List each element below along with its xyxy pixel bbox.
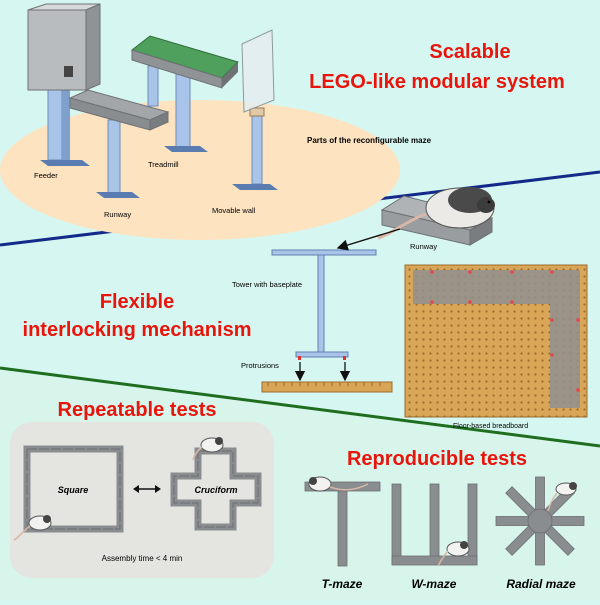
movable-wall-label: Movable wall bbox=[212, 206, 256, 215]
breadboard bbox=[404, 264, 588, 418]
assembly-time-label: Assembly time < 4 min bbox=[102, 554, 183, 563]
runway-part bbox=[68, 89, 170, 198]
breadboard-side-strip bbox=[261, 381, 393, 393]
runway-to-tower-arrow bbox=[336, 228, 401, 251]
feeder-label: Feeder bbox=[34, 171, 58, 180]
w-maze-label: W-maze bbox=[412, 577, 457, 591]
t-maze-label: T-maze bbox=[322, 577, 363, 591]
protrusions-label: Protrusions bbox=[241, 361, 279, 370]
square-label: Square bbox=[58, 485, 89, 495]
parts-caption: Parts of the reconfigurable maze bbox=[307, 136, 432, 145]
heading-reproducible: Reproducible tests bbox=[347, 448, 527, 470]
runway-label: Runway bbox=[104, 210, 131, 219]
parts-platform bbox=[0, 100, 400, 240]
repeatable-panel bbox=[10, 422, 274, 578]
heading-flexible-line2: interlocking mechanism bbox=[23, 319, 252, 341]
radial-maze-label: Radial maze bbox=[506, 577, 576, 591]
runway-with-rat bbox=[377, 187, 495, 246]
rat-tail bbox=[377, 212, 427, 240]
heading-repeatable: Repeatable tests bbox=[58, 399, 217, 421]
heading-scalable-line1: Scalable bbox=[429, 41, 510, 63]
cruciform-label: Cruciform bbox=[194, 485, 237, 495]
square-maze bbox=[13, 445, 124, 541]
treadmill-part bbox=[130, 35, 239, 152]
heading-scalable-line2: LEGO-like modular system bbox=[309, 71, 565, 93]
heading-flexible-line1: Flexible bbox=[100, 291, 174, 313]
radial-maze bbox=[495, 476, 585, 566]
tower bbox=[271, 249, 377, 360]
treadmill-label: Treadmill bbox=[148, 160, 179, 169]
w-maze bbox=[391, 483, 478, 567]
runway-label-2: Runway bbox=[410, 242, 437, 251]
tower-label: Tower with baseplate bbox=[232, 280, 302, 289]
cruciform-maze bbox=[170, 437, 262, 531]
double-arrow bbox=[133, 485, 161, 493]
divider-green bbox=[0, 366, 600, 448]
feeder-part bbox=[27, 3, 101, 166]
breadboard-label: Floor-based breadboard bbox=[453, 423, 528, 430]
movable-wall-part bbox=[232, 29, 278, 190]
t-maze bbox=[304, 476, 381, 567]
